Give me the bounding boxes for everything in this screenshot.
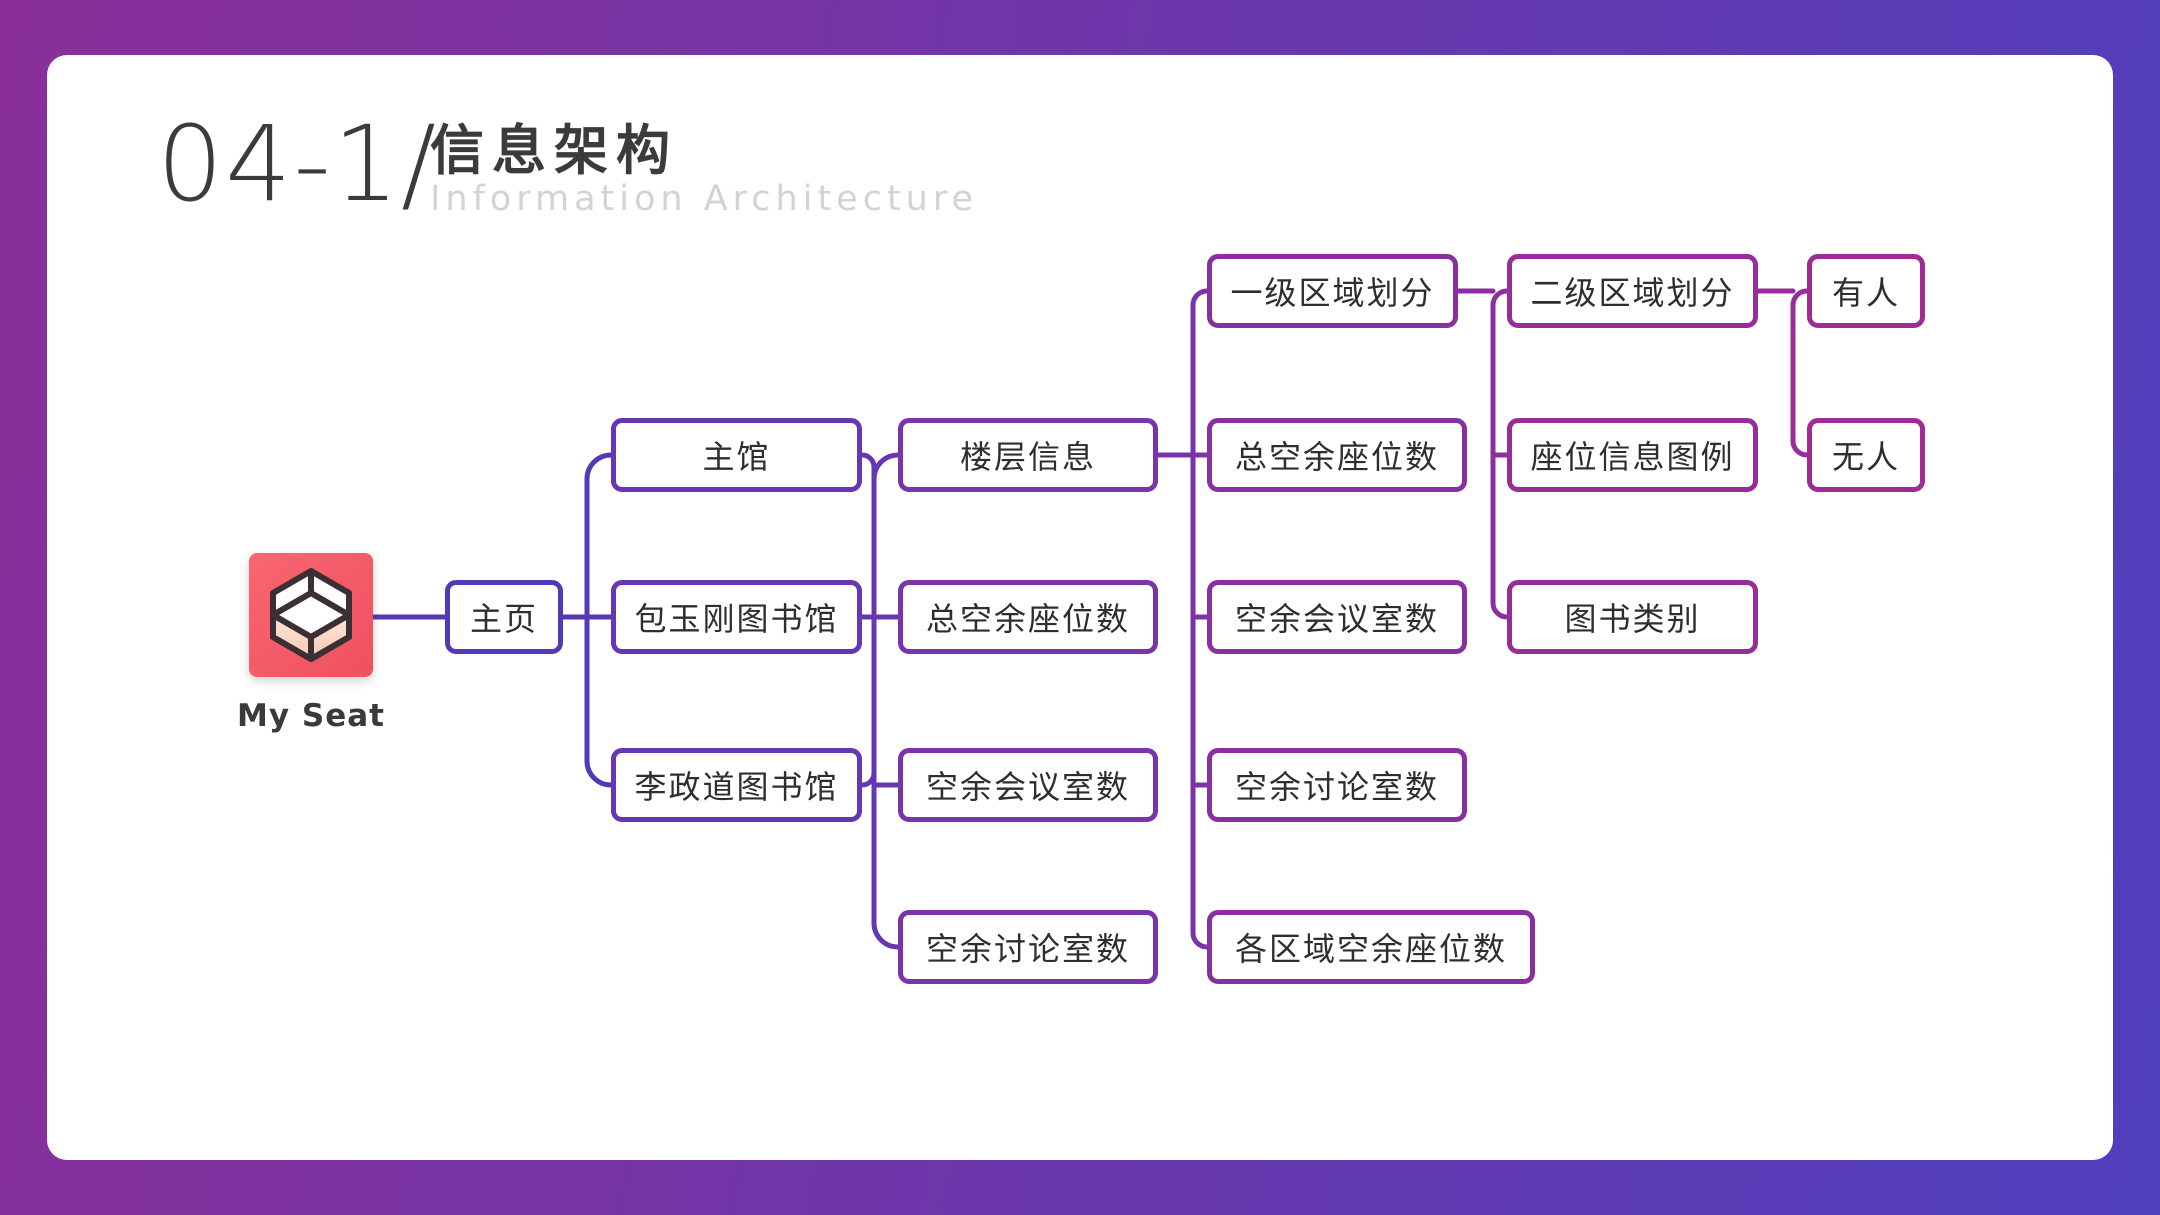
node-level2-zones: 二级区域划分 — [1507, 254, 1758, 328]
node-vacant: 无人 — [1807, 418, 1925, 492]
node-free-meeting-rooms: 空余会议室数 — [898, 748, 1158, 822]
node-main-library: 主馆 — [611, 418, 862, 492]
node-floor-info: 楼层信息 — [898, 418, 1158, 492]
app-name: My Seat — [237, 698, 385, 734]
node-zone-free-seats: 各区域空余座位数 — [1207, 910, 1535, 984]
node-book-categories: 图书类别 — [1507, 580, 1758, 654]
node-tsung-dao-lee-library: 李政道图书馆 — [611, 748, 862, 822]
node-home: 主页 — [445, 580, 563, 654]
app-logo-icon — [249, 553, 373, 677]
node-total-free-seats: 总空余座位数 — [898, 580, 1158, 654]
node-floor-free-meeting-rooms: 空余会议室数 — [1207, 580, 1467, 654]
section-number: 04-1/ — [157, 103, 439, 225]
section-title: 信息架构 — [430, 119, 678, 182]
node-level1-zones: 一级区域划分 — [1207, 254, 1458, 328]
node-seat-legend: 座位信息图例 — [1507, 418, 1758, 492]
node-floor-total-free-seats: 总空余座位数 — [1207, 418, 1467, 492]
node-pao-library: 包玉刚图书馆 — [611, 580, 862, 654]
node-occupied: 有人 — [1807, 254, 1925, 328]
node-free-discussion-rooms: 空余讨论室数 — [898, 910, 1158, 984]
section-subtitle: Information Architecture — [430, 179, 978, 219]
node-floor-free-discussion-rooms: 空余讨论室数 — [1207, 748, 1467, 822]
